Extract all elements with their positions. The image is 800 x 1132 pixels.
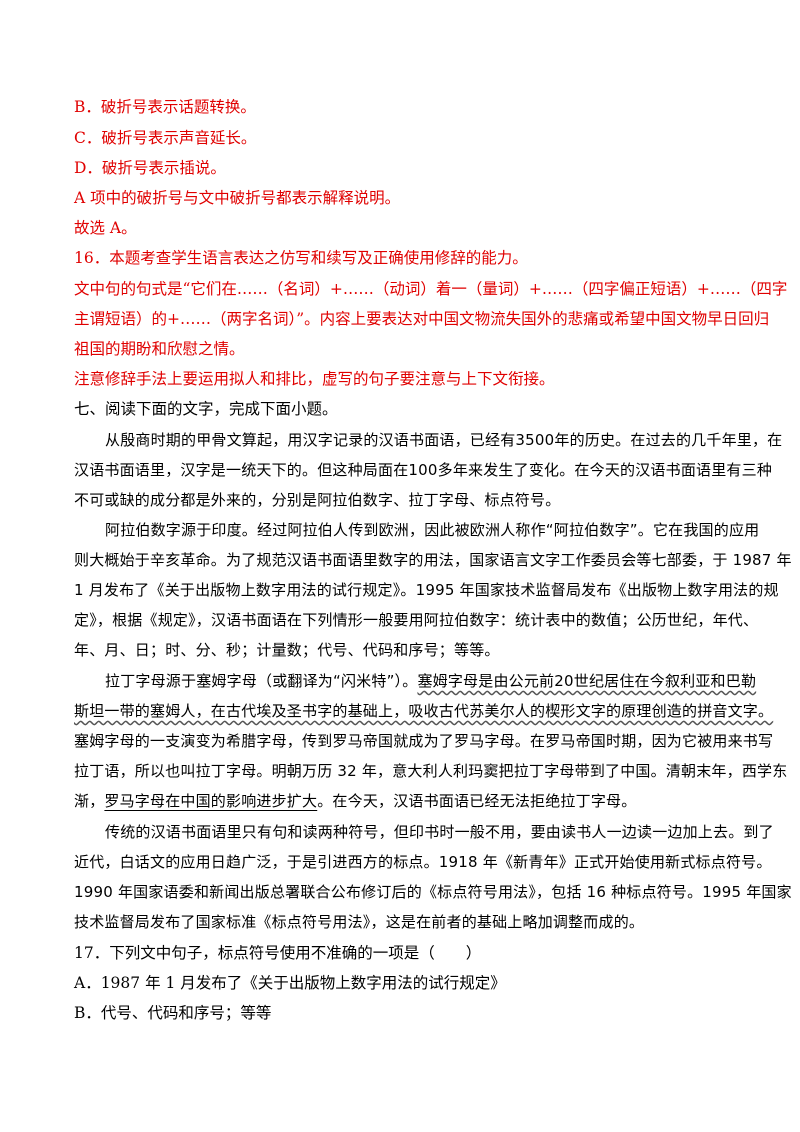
- passage-text: 。在今天，汉语书面语已经无法拒绝拉丁字母。: [317, 792, 637, 810]
- passage-line: 渐，罗马字母在中国的影响进步扩大。在今天，汉语书面语已经无法拒绝拉丁字母。: [74, 791, 740, 811]
- answer-option-b: B．破折号表示话题转换。: [74, 98, 256, 116]
- passage-line: 从殷商时期的甲骨文算起，用汉字记录的汉语书面语，已经有3500年的历史。在过去的…: [105, 431, 783, 449]
- passage-line: 拉丁语，所以也叫拉丁字母。明朝万历 32 年，意大利人利玛窦把拉丁字母带到了中国…: [74, 762, 788, 780]
- answer-option-c: C．破折号表示声音延长。: [74, 129, 257, 147]
- wavy-underlined-text: 斯坦一带的塞姆人，在古代埃及圣书字的基础上，吸收古代苏美尔人的楔形文字的原理创造…: [74, 702, 774, 720]
- question-stem: 17．下列文中句子，标点符号使用不准确的一项是（ ）: [74, 944, 482, 962]
- passage-text: 拉丁字母源于塞姆字母（或翻译为“闪米特”）。: [105, 672, 418, 690]
- answer-conclusion: 故选 A。: [74, 219, 137, 237]
- passage-line: 1 月发布了《关于出版物上数字用法的试行规定》。1995 年国家技术监督局发布《…: [74, 581, 779, 599]
- question-option-a: A．1987 年 1 月发布了《关于出版物上数字用法的试行规定》: [74, 974, 506, 992]
- wavy-underlined-text: 塞姆字母是由公元前20世纪居住在今叙利亚和巴勒: [417, 672, 757, 690]
- passage-line: 塞姆字母的一支演变为希腊字母，传到罗马帝国就成为了罗马字母。在罗马帝国时期，因为…: [74, 732, 774, 750]
- passage-line: 传统的汉语书面语里只有句和读两种符号，但印书时一般不用，要由读书人一边读一边加上…: [105, 823, 774, 841]
- passage-line: 斯坦一带的塞姆人，在古代埃及圣书字的基础上，吸收古代苏美尔人的楔形文字的原理创造…: [74, 701, 773, 721]
- passage-line: 汉语书面语里，汉字是一统天下的。但这种局面在100多年来发生了变化。在今天的汉语…: [74, 461, 773, 479]
- passage-line: 年、月、日；时、分、秒；计量数；代号、代码和序号；等等。: [74, 641, 500, 659]
- passage-text: 渐，: [74, 792, 105, 810]
- passage-line: 阿拉伯数字源于印度。经过阿拉伯人传到欧洲，因此被欧洲人称作“阿拉伯数字”。它在我…: [105, 521, 760, 539]
- passage-line: 1990 年国家语委和新闻出版总署联合公布修订后的《标点符号用法》，包括 16 …: [74, 883, 792, 901]
- passage-line: 拉丁字母源于塞姆字母（或翻译为“闪米特”）。塞姆字母是由公元前20世纪居住在今叙…: [105, 671, 756, 691]
- passage-line: 近代，白话文的应用日趋广泛，于是引进西方的标点。1918 年《新青年》正式开始使…: [74, 853, 772, 871]
- answer-explanation: A 项中的破折号与文中破折号都表示解释说明。: [74, 189, 401, 207]
- section-heading: 七、阅读下面的文字，完成下面小题。: [74, 400, 338, 418]
- q16-note: 注意修辞手法上要运用拟人和排比，虚写的句子要注意与上下文衔接。: [74, 370, 555, 388]
- q16-explanation-line: 文中句的句式是“它们在……（名词）+……（动词）着一（量词）+……（四字偏正短语…: [74, 280, 788, 298]
- q16-explanation-line: 祖国的期盼和欣慰之情。: [74, 340, 245, 358]
- passage-line: 定》，根据《规定》，汉语书面语在下列情形一般要用阿拉伯数字：统计表中的数值；公历…: [74, 611, 759, 629]
- underlined-text: 罗马字母在中国的影响进步扩大: [104, 792, 318, 810]
- q16-heading: 16．本题考查学生语言表达之仿写和续写及正确使用修辞的能力。: [74, 249, 528, 267]
- question-option-b: B．代号、代码和序号；等等: [74, 1004, 272, 1022]
- answer-option-d: D．破折号表示插说。: [74, 159, 226, 177]
- passage-line: 不可或缺的成分都是外来的，分别是阿拉伯数字、拉丁字母、标点符号。: [74, 491, 561, 509]
- passage-line: 则大概始于辛亥革命。为了规范汉语书面语里数字的用法，国家语言文字工作委员会等七部…: [74, 551, 792, 569]
- passage-line: 技术监督局发布了国家标准《标点符号用法》，这是在前者的基础上略加调整而成的。: [74, 913, 645, 931]
- q16-explanation-line: 主谓短语）的+……（两字名词）”。内容上要表达对中国文物流失国外的悲痛或希望中国…: [74, 310, 770, 328]
